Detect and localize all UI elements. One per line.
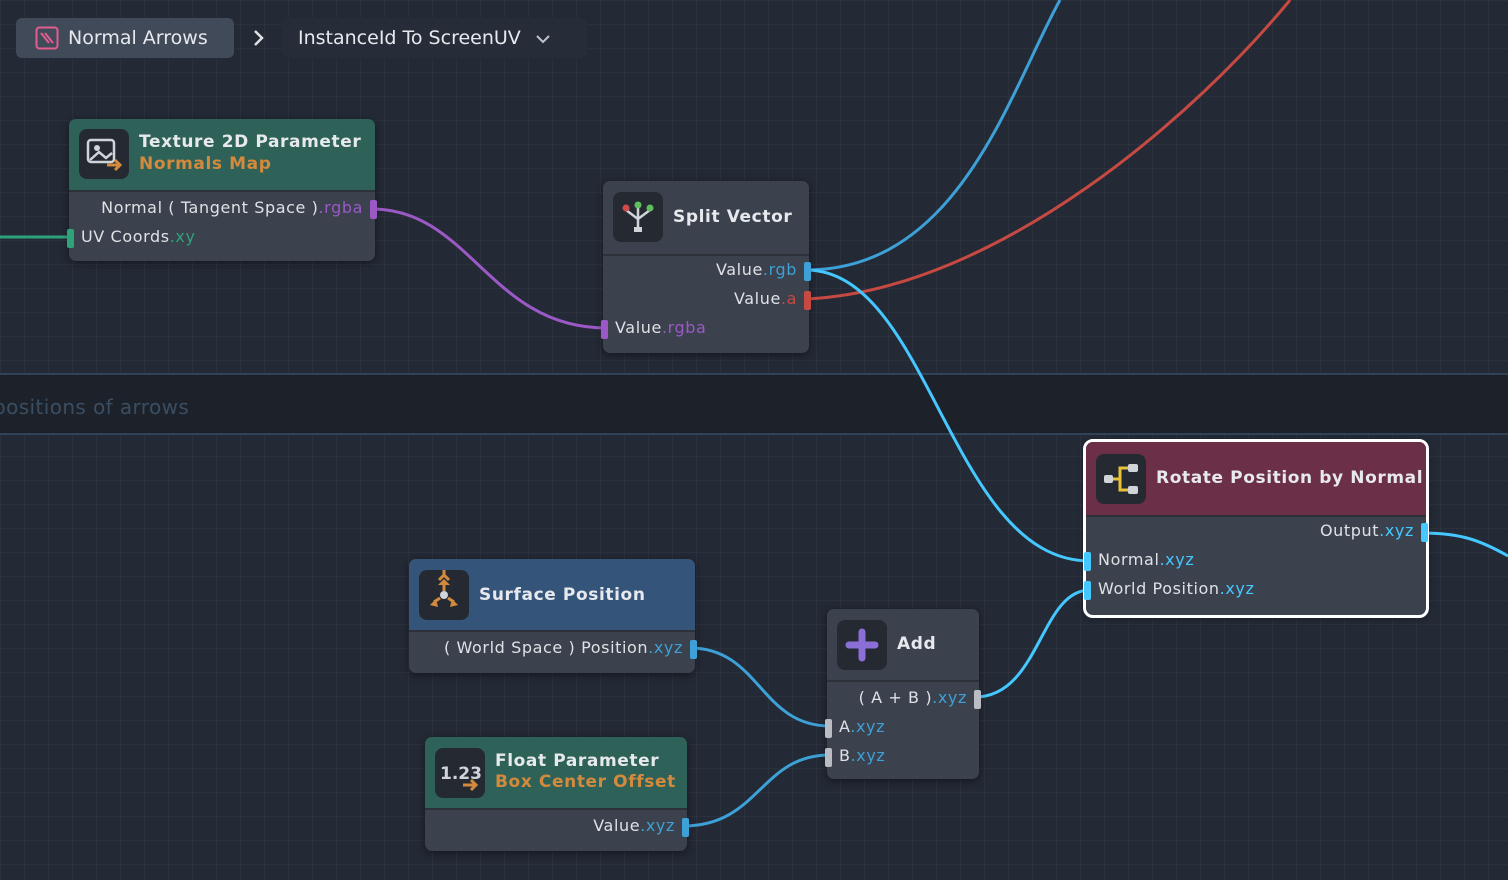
input-port-normal[interactable]: Normal.xyz	[1084, 550, 1426, 574]
node-subtitle: Box Center Offset	[495, 772, 676, 792]
port-name: Value	[615, 318, 662, 337]
port-swizzle: .xyz	[850, 717, 886, 736]
wire-rgb-to-normal	[805, 268, 1091, 563]
port-connector[interactable]	[804, 262, 811, 281]
wire-output-offscreen	[1421, 531, 1508, 558]
port-name: Output	[1319, 521, 1380, 540]
port-connector[interactable]	[370, 200, 377, 219]
chevron-right-icon	[254, 30, 264, 46]
breadcrumb-root-label: Normal Arrows	[68, 27, 208, 49]
wire-normal-to-split	[371, 207, 607, 330]
input-port-world-position[interactable]: World Position.xyz	[1084, 579, 1426, 603]
port-name: Normal ( Tangent Space )	[101, 198, 319, 217]
port-swizzle: .xyz	[1379, 521, 1414, 540]
breadcrumb-current-label: InstanceId To ScreenUV	[298, 27, 521, 49]
output-port-output[interactable]: Output.xyz	[1086, 521, 1428, 545]
port-swizzle: .rgb	[762, 260, 797, 279]
port-name: ( World Space ) Position	[444, 638, 649, 657]
port-name: ( A + B )	[858, 688, 933, 707]
output-port-value[interactable]: Value.xyz	[425, 816, 689, 840]
port-connector[interactable]	[67, 229, 74, 248]
port-swizzle: .xyz	[640, 816, 675, 835]
port-name: Normal	[1098, 550, 1160, 569]
chevron-down-icon[interactable]	[535, 30, 551, 46]
port-swizzle: .a	[780, 289, 797, 308]
input-port-b[interactable]: B.xyz	[825, 746, 979, 770]
image-arrow-icon	[79, 129, 129, 179]
number-123-icon-text: 1.23	[440, 764, 482, 784]
wire-add-to-world	[974, 588, 1091, 699]
output-port-a-plus-b[interactable]: ( A + B ).xyz	[827, 688, 981, 712]
port-name: Value	[593, 816, 641, 835]
port-connector[interactable]	[690, 640, 697, 659]
node-float-parameter[interactable]: 1.23 Float Parameter Box Center Offset V…	[425, 737, 689, 851]
comment-frame[interactable]: positions of arrows	[0, 373, 1508, 435]
port-name: Value	[733, 289, 781, 308]
node-title: Add	[897, 634, 937, 654]
input-port-a[interactable]: A.xyz	[825, 717, 979, 741]
number-123-icon: 1.23	[435, 748, 485, 798]
port-connector[interactable]	[974, 690, 981, 709]
node-title: Rotate Position by Normal	[1156, 468, 1424, 488]
port-name: A	[839, 717, 851, 736]
port-name: B	[839, 746, 851, 765]
port-connector[interactable]	[1084, 552, 1091, 571]
port-connector[interactable]	[825, 748, 832, 767]
port-swizzle: .xyz	[1159, 550, 1195, 569]
port-connector[interactable]	[1084, 581, 1091, 600]
port-swizzle: .xyz	[648, 638, 683, 657]
node-title: Split Vector	[673, 207, 793, 227]
node-texture-2d-parameter[interactable]: Texture 2D Parameter Normals Map Normal …	[67, 119, 377, 261]
breadcrumb-root[interactable]: Normal Arrows	[16, 18, 234, 58]
input-port-value-rgba[interactable]: Value.rgba	[601, 318, 809, 342]
node-title: Surface Position	[479, 585, 646, 605]
port-name: UV Coords	[81, 227, 170, 246]
comment-frame-label: positions of arrows	[0, 395, 190, 419]
node-title: Float Parameter	[495, 751, 660, 771]
port-name: Value	[715, 260, 763, 279]
port-connector[interactable]	[825, 719, 832, 738]
wire-alpha-offscreen	[805, 0, 1292, 301]
output-port-value-rgb[interactable]: Value.rgb	[603, 260, 811, 284]
split-fork-icon	[613, 192, 663, 242]
node-rotate-position-by-normal[interactable]: Rotate Position by Normal Output.xyz Nor…	[1083, 439, 1429, 618]
wire-float-to-b	[682, 753, 831, 828]
port-swizzle: .xyz	[932, 688, 967, 707]
port-swizzle: .xy	[169, 227, 196, 246]
node-subtitle: Normals Map	[139, 154, 272, 174]
output-port-value-a[interactable]: Value.a	[603, 289, 811, 313]
output-port-world-space-position[interactable]: ( World Space ) Position.xyz	[409, 638, 697, 662]
node-split-vector[interactable]: Split Vector Value.rgb Value.a Value.rgb…	[601, 181, 811, 353]
port-swizzle: .xyz	[850, 746, 886, 765]
port-connector[interactable]	[601, 320, 608, 339]
subgraph-icon	[1096, 454, 1146, 504]
port-connector[interactable]	[682, 818, 689, 837]
port-swizzle: .xyz	[1219, 579, 1255, 598]
port-name: World Position	[1098, 579, 1220, 598]
port-connector[interactable]	[1421, 523, 1428, 542]
port-swizzle: .rgba	[661, 318, 707, 337]
port-swizzle: .rgba	[318, 198, 363, 217]
node-title: Texture 2D Parameter	[139, 132, 362, 152]
node-add[interactable]: Add ( A + B ).xyz A.xyz B.xyz	[825, 609, 981, 779]
input-port-uv-coords[interactable]: UV Coords.xy	[67, 227, 375, 251]
surface-position-icon	[419, 570, 469, 620]
output-port-normal[interactable]: Normal ( Tangent Space ).rgba	[69, 198, 377, 222]
node-surface-position[interactable]: Surface Position ( World Space ) Positio…	[409, 559, 697, 673]
wire-rgb-offscreen	[805, 0, 1062, 272]
port-connector[interactable]	[804, 291, 811, 310]
graph-icon	[35, 26, 59, 50]
breadcrumb-current[interactable]: InstanceId To ScreenUV	[282, 18, 587, 58]
wire-surface-to-a	[689, 646, 831, 728]
plus-icon	[837, 620, 887, 670]
